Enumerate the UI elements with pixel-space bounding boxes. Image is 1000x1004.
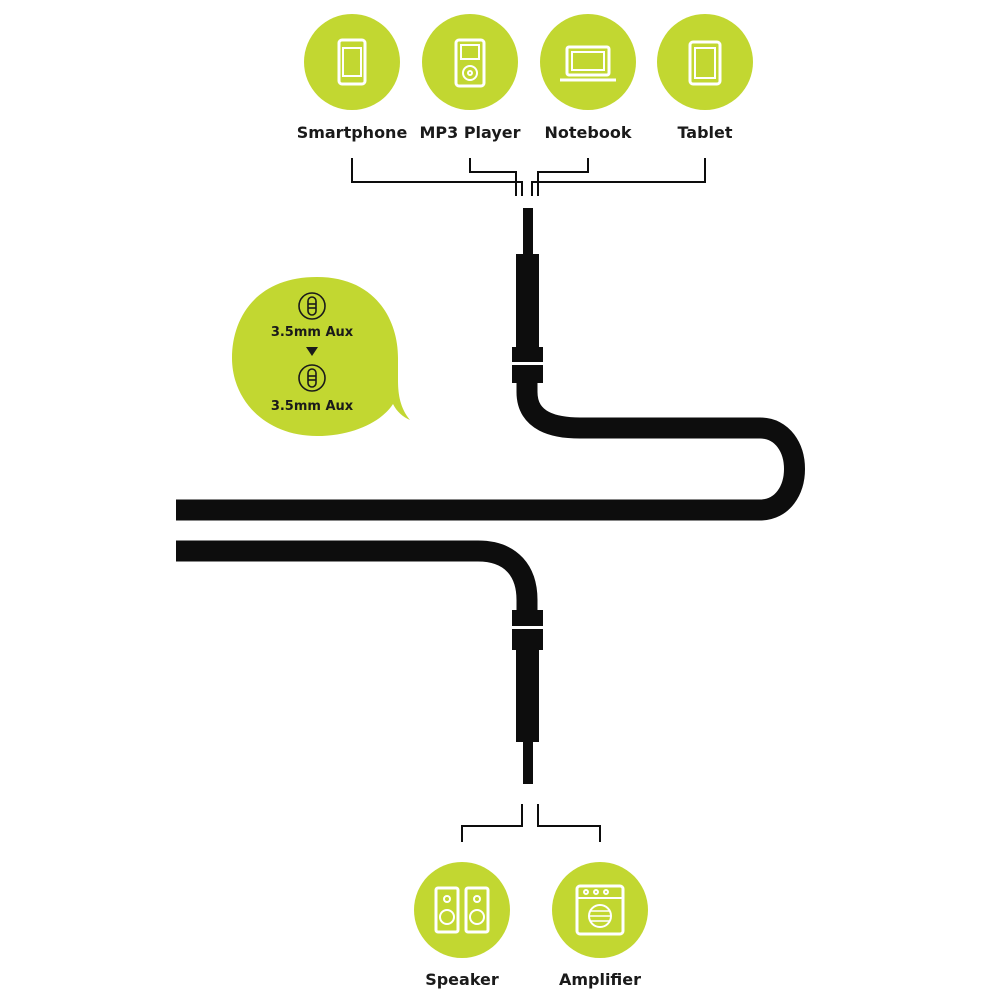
amplifier-icon (575, 884, 625, 936)
speaker-circle (414, 862, 510, 958)
bubble-shape (232, 277, 410, 436)
tablet-label: Tablet (677, 123, 733, 142)
output-amplifier (552, 862, 648, 958)
tablet-circle (657, 14, 753, 110)
source-mp3-player (422, 14, 518, 110)
arrow-down-icon (306, 347, 318, 356)
notebook-icon (560, 45, 616, 82)
speaker-icon (434, 886, 490, 934)
aux-plug-icon (298, 364, 326, 392)
mp3-player-circle (422, 14, 518, 110)
notebook-circle (540, 14, 636, 110)
speaker-label: Speaker (425, 970, 499, 989)
aux-plug-icon (298, 292, 326, 320)
tablet-icon (688, 40, 722, 86)
bottom-aux-plug (512, 610, 543, 784)
bubble-from-label: 3.5mm Aux (270, 325, 354, 340)
aux-cable (176, 380, 805, 612)
top-aux-plug (512, 208, 543, 383)
notebook-label: Notebook (544, 123, 632, 142)
bubble-to-label: 3.5mm Aux (270, 399, 354, 414)
source-smartphone (304, 14, 400, 110)
smartphone-circle (304, 14, 400, 110)
amplifier-label: Amplifier (558, 970, 642, 989)
mp3-player-label: MP3 Player (419, 123, 521, 142)
source-tablet (657, 14, 753, 110)
source-notebook (540, 14, 636, 110)
output-speaker (414, 862, 510, 958)
smartphone-label: Smartphone (296, 123, 408, 142)
mp3-player-icon (454, 38, 486, 88)
source-bracket-lines (351, 158, 706, 196)
output-bracket-lines (461, 804, 601, 842)
aux-speech-bubble (232, 277, 410, 436)
amplifier-circle (552, 862, 648, 958)
smartphone-icon (337, 38, 367, 86)
